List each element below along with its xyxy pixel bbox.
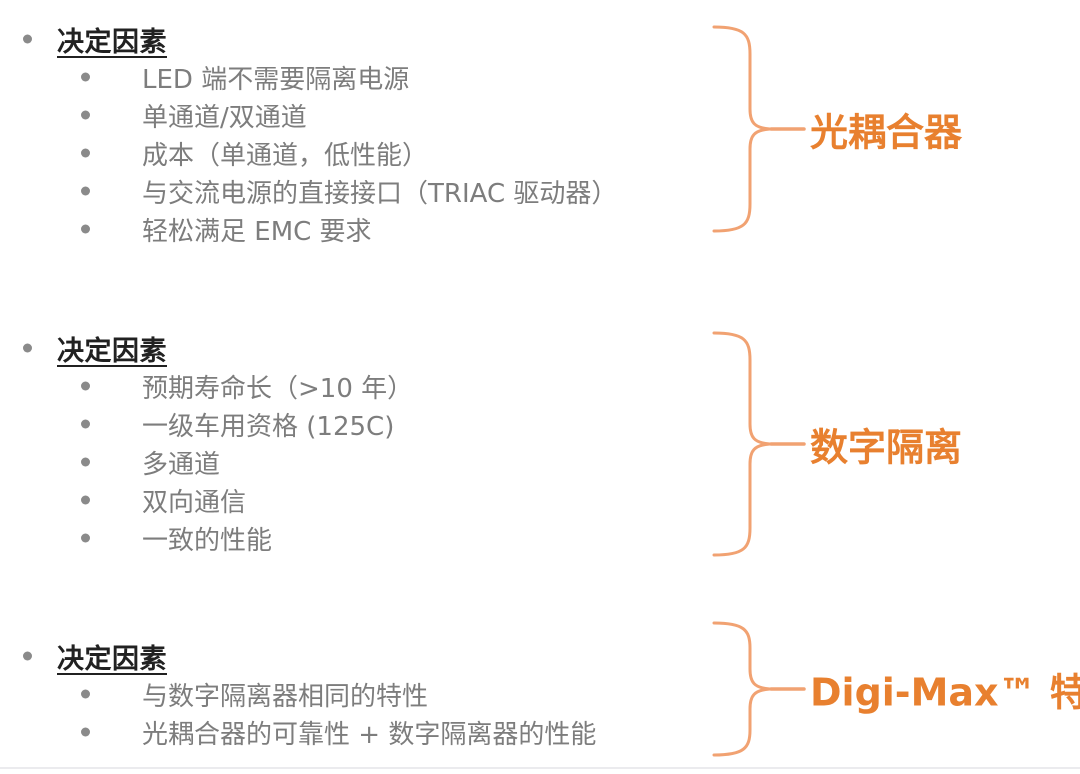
section-heading-row: 决定因素 (0, 329, 705, 367)
curly-brace-icon (712, 331, 806, 557)
list-item-text: 单通道/双通道 (142, 102, 307, 133)
bullet-icon (81, 533, 90, 543)
category-label: 光耦合器 (810, 110, 963, 155)
list-item-text: 轻松满足 EMC 要求 (142, 216, 372, 247)
section-heading: 决定因素 (57, 26, 167, 58)
list-item: 双向通信 (0, 481, 705, 519)
section-digital-isolation: 决定因素 预期寿命长（>10 年） 一级车用资格 (125C) 多通道 双向通信… (0, 329, 705, 557)
list-item: LED 端不需要隔离电源 (0, 58, 705, 96)
list-item: 与交流电源的直接接口（TRIAC 驱动器） (0, 172, 705, 210)
bullet-icon (81, 224, 90, 234)
curly-brace-icon (712, 621, 806, 757)
category-label: 数字隔离 (810, 425, 963, 470)
section-digi-max: 决定因素 与数字隔离器相同的特性 光耦合器的可靠性 + 数字隔离器的性能 (0, 637, 705, 751)
list-item-text: 与交流电源的直接接口（TRIAC 驱动器） (142, 178, 618, 209)
bullet-icon (81, 72, 90, 82)
bullet-icon (81, 186, 90, 196)
bullet-icon (81, 148, 90, 158)
bullet-icon (81, 381, 90, 391)
list-item: 一级车用资格 (125C) (0, 405, 705, 443)
list-item: 成本（单通道，低性能） (0, 134, 705, 172)
bullet-icon (81, 110, 90, 120)
bottom-divider (0, 767, 1080, 769)
list-item: 轻松满足 EMC 要求 (0, 210, 705, 248)
list-item-text: 一级车用资格 (125C) (142, 411, 395, 442)
list-item: 预期寿命长（>10 年） (0, 367, 705, 405)
bullet-icon (23, 34, 32, 44)
bullet-icon (81, 727, 90, 737)
bullet-icon (81, 419, 90, 429)
list-item-text: 与数字隔离器相同的特性 (142, 681, 429, 712)
list-item: 光耦合器的可靠性 + 数字隔离器的性能 (0, 713, 705, 751)
category-label: Digi-Max™ 特有 (810, 670, 1080, 715)
list-item-text: 预期寿命长（>10 年） (142, 373, 414, 404)
bullet-icon (81, 689, 90, 699)
section-heading-row: 决定因素 (0, 637, 705, 675)
section-optocoupler: 决定因素 LED 端不需要隔离电源 单通道/双通道 成本（单通道，低性能） 与交… (0, 20, 705, 248)
list-item: 一致的性能 (0, 519, 705, 557)
section-heading-row: 决定因素 (0, 20, 705, 58)
bullet-icon (81, 457, 90, 467)
curly-brace-icon (712, 25, 806, 233)
section-heading: 决定因素 (57, 643, 167, 675)
list-item-text: 双向通信 (142, 487, 247, 518)
list-item: 多通道 (0, 443, 705, 481)
section-heading: 决定因素 (57, 335, 167, 367)
list-item: 与数字隔离器相同的特性 (0, 675, 705, 713)
list-item-text: LED 端不需要隔离电源 (142, 64, 410, 95)
list-item: 单通道/双通道 (0, 96, 705, 134)
bullet-icon (23, 651, 32, 661)
bullet-icon (81, 495, 90, 505)
list-item-text: 一致的性能 (142, 525, 273, 556)
bullet-icon (23, 343, 32, 353)
list-item-text: 成本（单通道，低性能） (142, 140, 429, 171)
list-item-text: 多通道 (142, 449, 221, 480)
list-item-text: 光耦合器的可靠性 + 数字隔离器的性能 (142, 719, 597, 750)
